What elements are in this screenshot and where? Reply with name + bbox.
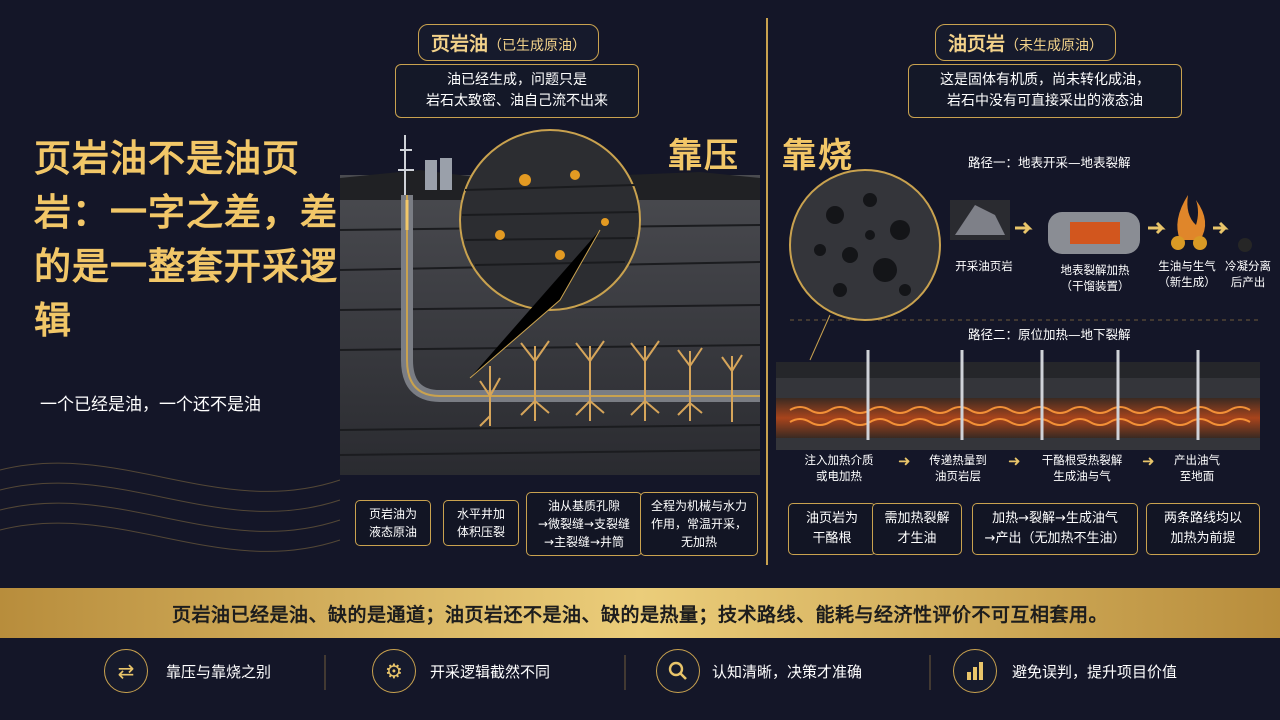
box-line: 需加热裂解 [884,511,950,526]
magnifier-icon [656,649,700,693]
step-line: 生成油与气 [1053,469,1111,483]
step-line: 地表裂解加热 [1060,263,1130,277]
box-line: 油页岩为 [805,511,858,526]
bar-chart-icon [953,649,997,693]
keyword-pressure: 靠压 [668,136,740,176]
box-line: 加热→裂解→生成油气 [992,511,1118,526]
swap-arrows-icon: ⇄ [104,649,148,693]
route1-step-1: 开采油页岩 [946,258,1022,274]
route1-step-2: 地表裂解加热 （干馏装置） [1045,262,1145,294]
route1-step-3: 生油与生气 （新生成） [1152,258,1222,290]
oil-shale-closeup [789,169,941,361]
note-line: 无加热 [680,535,717,549]
step-line: 产出油气 [1174,453,1220,467]
right-box-1: 油页岩为 干酪根 [788,503,876,555]
left-callout: 油已经生成，问题只是 岩石太致密、油自己流不出来 [395,64,639,118]
step-line: 注入加热介质 [804,453,874,467]
step-line: 油页岩层 [935,469,981,483]
step-line: 后产出 [1230,275,1266,289]
left-header: 页岩油（已生成原油） [418,24,600,61]
feature-label-1: 靠压与靠烧之别 [166,663,272,681]
left-note-1: 页岩油为 液态原油 [355,500,431,546]
right-box-3: 加热→裂解→生成油气 →产出（无加热不生油） [972,503,1138,555]
note-line: →微裂缝→支裂缝 [537,517,631,531]
box-line: 加热为前提 [1170,531,1236,546]
right-box-2: 需加热裂解 才生油 [872,503,962,555]
route1-icons [950,195,1252,254]
step-line: 冷凝分离 [1225,259,1271,273]
route2-step-2: 传递热量到 油页岩层 [918,452,998,484]
step-line: 生油与生气 [1158,259,1216,273]
left-note-4: 全程为机械与水力 作用，常温开采， 无加热 [640,492,758,556]
step-line: 开采油页岩 [955,259,1013,273]
right-header-main: 油页岩 [948,33,1006,55]
box-line: 两条路线均以 [1163,511,1242,526]
feature-label-3: 认知清晰，决策才准确 [712,663,863,681]
step-line: （干馏装置） [1060,279,1130,293]
keyword-heating: 靠烧 [782,136,854,176]
step-line: 至地面 [1179,469,1215,483]
route1-title: 路径一：地表开采—地表裂解 [968,155,1131,170]
magnifier-glyph [668,661,687,680]
box-line: →产出（无加热不生油） [984,531,1126,546]
note-line: 液态原油 [368,525,417,539]
subtitle: 一个已经是油，一个还不是油 [40,395,261,415]
summary-banner [0,588,1280,638]
arrow-right-icon: ➜ [1142,452,1155,470]
right-callout: 这是固体有机质，尚未转化成油， 岩石中没有可直接采出的液态油 [908,64,1182,118]
main-title: 页岩油不是油页岩：一字之差，差的是一整套开采逻辑 [34,137,338,342]
left-note-3: 油从基质孔隙 →微裂缝→支裂缝 →主裂缝→井筒 [526,492,642,556]
step-line: （新生成） [1158,275,1216,289]
left-header-sub: （已生成原油） [488,38,587,54]
arrow-right-icon: ➜ [898,452,911,470]
note-line: 体积压裂 [456,525,505,539]
route1-step-4: 冷凝分离 后产出 [1222,258,1274,290]
right-box-4: 两条路线均以 加热为前提 [1146,503,1260,555]
right-callout-line1: 这是固体有机质，尚未转化成油， [940,72,1150,88]
bar-chart-glyph [967,662,983,680]
left-header-main: 页岩油 [431,33,489,55]
route2-step-3: 干酪根受热裂解 生成油与气 [1030,452,1134,484]
summary-banner-text: 页岩油已经是油、缺的是通道；油页岩还不是油、缺的是热量；技术路线、能耗与经济性评… [171,604,1108,626]
gear-icon: ⚙ [372,649,416,693]
right-header: 油页岩（未生成原油） [935,24,1117,61]
left-note-2: 水平井加 体积压裂 [443,500,519,546]
feature-label-2: 开采逻辑截然不同 [430,663,551,681]
box-line: 干酪根 [812,531,852,546]
note-line: 水平井加 [456,507,505,521]
left-rock-section [339,129,761,475]
left-callout-line2: 岩石太致密、油自己流不出来 [426,93,608,109]
note-line: 全程为机械与水力 [650,499,747,513]
feature-label-4: 避免误判，提升项目价值 [1012,663,1178,681]
left-callout-line1: 油已经生成，问题只是 [447,72,587,88]
right-callout-line2: 岩石中没有可直接采出的液态油 [947,93,1143,109]
route2-step-4: 产出油气 至地面 [1162,452,1232,484]
route2-step-1: 注入加热介质 或电加热 [796,452,882,484]
note-line: 页岩油为 [368,507,417,521]
arrow-right-icon: ➜ [1008,452,1021,470]
step-line: 传递热量到 [929,453,987,467]
note-line: 油从基质孔隙 [547,499,620,513]
box-line: 才生油 [897,531,937,546]
step-line: 干酪根受热裂解 [1041,453,1123,467]
note-line: 作用，常温开采， [650,517,747,531]
in-situ-section [776,350,1260,450]
route2-title: 路径二：原位加热—地下裂解 [968,327,1131,342]
step-line: 或电加热 [816,469,862,483]
right-header-sub: （未生成原油） [1005,38,1104,54]
note-line: →主裂缝→井筒 [543,535,625,549]
